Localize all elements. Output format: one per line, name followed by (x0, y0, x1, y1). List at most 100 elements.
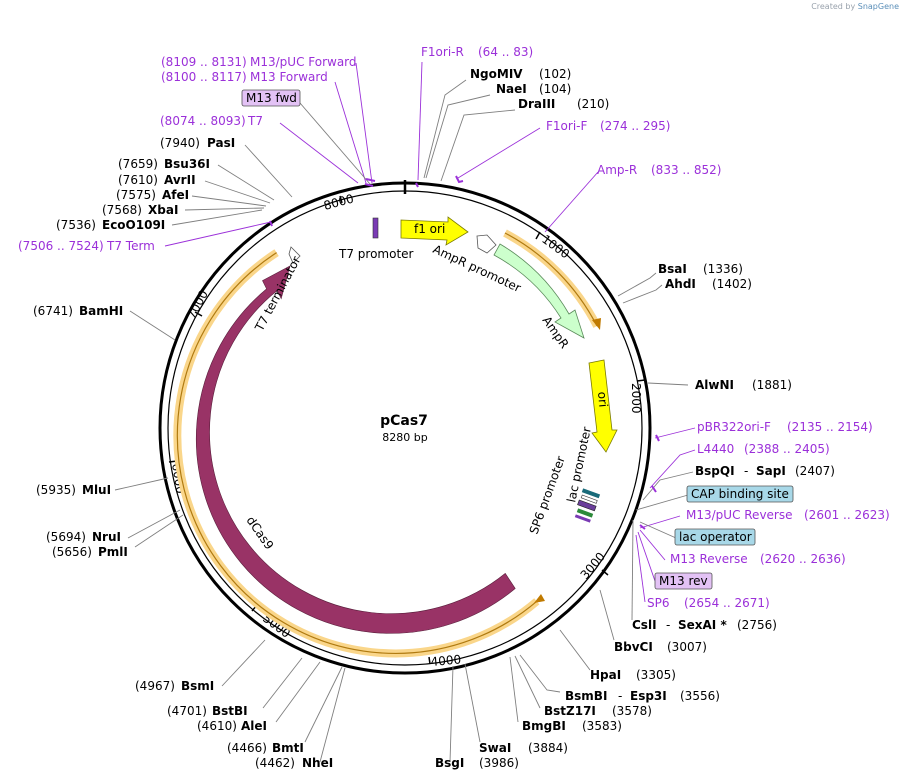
enzyme-bstbi-name: BstBI (212, 704, 248, 718)
m13-fwd-box (241, 89, 301, 107)
enzyme-ahdi-name: AhdI (665, 277, 696, 291)
enzyme-nrui-pos: (5694) (46, 530, 86, 544)
primer-amp-r-range: (833 .. 852) (651, 163, 721, 177)
primer-t7-range: (8074 .. 8093) (160, 114, 246, 128)
enzyme-naei-name: NaeI (496, 82, 527, 96)
plasmid-name: pCas7 (380, 413, 428, 429)
enzyme-pmli-pos: (5656) (52, 545, 92, 559)
ampr-orf-line (504, 232, 598, 327)
enzyme-bsu36i-name: Bsu36I (164, 157, 210, 171)
enzyme-bsgi-pos: (3986) (479, 756, 519, 770)
primer-l4440-name: L4440 (697, 442, 734, 456)
enzyme-bstbi-pos: (4701) (167, 704, 207, 718)
primer-m13puc-forward-name: M13/pUC Forward (250, 55, 357, 69)
enzyme-afei-pos: (7575) (116, 188, 156, 202)
enzyme-bspqi-sep: - (744, 464, 748, 478)
f1-ori-feature (400, 216, 469, 246)
enzyme-alei-pos: (4610) (197, 719, 237, 733)
enzyme-bsai-pos: (1336) (703, 262, 743, 276)
t7-promoter-feature (372, 217, 379, 239)
primer-pbr322ori-f-range: (2135 .. 2154) (787, 420, 873, 434)
enzyme-csli-name: CslI (632, 618, 657, 632)
dcas9-orf-tip (534, 594, 545, 603)
enzyme-bsai-name: BsaI (658, 262, 687, 276)
ampr-promoter-feature (476, 234, 497, 254)
enzyme-bbvci-pos: (3007) (667, 640, 707, 654)
primer-f1ori-r-name: F1ori-R (421, 45, 464, 59)
enzyme-bmgbi-pos: (3583) (582, 719, 622, 733)
lac-operator-label: lac operator (679, 530, 752, 544)
enzyme-pasi-pos: (7940) (160, 136, 200, 150)
enzyme-ngomiv-name: NgoMIV (470, 67, 523, 81)
watermark-created-by: Created by (811, 2, 856, 11)
enzyme-xbai-name: XbaI (148, 203, 178, 217)
enzyme-sapi-name: SapI (756, 464, 786, 478)
primer-f1ori-r-range: (64 .. 83) (478, 45, 533, 59)
enzyme-ahdi-pos: (1402) (712, 277, 752, 291)
t7-terminator-feature (288, 246, 301, 264)
enzyme-pmli-name: PmlI (98, 545, 128, 559)
ori-label: ori (595, 391, 610, 408)
m13-fwd-label: M13 fwd (246, 91, 297, 105)
primer-m13puc-reverse-range: (2601 .. 2623) (804, 508, 890, 522)
enzyme-bspqi-pos: (2407) (795, 464, 835, 478)
enzyme-alwni-pos: (1881) (752, 378, 792, 392)
enzyme-swai-pos: (3884) (528, 741, 568, 755)
primer-amp-r-name: Amp-R (597, 163, 637, 177)
enzyme-bbvci-name: BbvCI (614, 640, 653, 654)
dcas9-orf-line (176, 252, 538, 654)
enzyme-bamhi-pos: (6741) (33, 304, 73, 318)
tick-label-7000: 7000 (184, 288, 211, 322)
enzyme-bstz17i-pos: (3578) (612, 704, 652, 718)
primer-m13-reverse-range: (2620 .. 2636) (760, 552, 846, 566)
primer-pbr322ori-f-name: pBR322ori-F (697, 420, 771, 434)
enzyme-bsmbi-pos: (3556) (680, 689, 720, 703)
enzyme-pasi-name: PasI (207, 136, 235, 150)
enzyme-ecoo109i-name: EcoO109I (102, 218, 165, 232)
enzyme-bsmbi-sep: - (618, 689, 622, 703)
enzyme-draiii-pos: (210) (577, 97, 609, 111)
sp6-promoter-label: SP6 promoter (527, 454, 568, 536)
primer-m13-reverse-name: M13 Reverse (670, 552, 748, 566)
primer-leader-lines (164, 61, 696, 603)
primer-m13-forward-name: M13 Forward (250, 70, 328, 84)
enzyme-swai-name: SwaI (479, 741, 511, 755)
enzyme-csli-pos: (2756) (737, 618, 777, 632)
enzyme-mlui-name: MluI (82, 483, 111, 497)
tick-label-4000: 4000 (430, 652, 462, 669)
tick-label-2000: 2000 (629, 383, 643, 414)
enzyme-avrii-name: AvrII (164, 173, 196, 187)
enzyme-alei-name: AleI (241, 719, 267, 733)
primer-m13puc-reverse-name: M13/pUC Reverse (686, 508, 793, 522)
enzyme-hpai-pos: (3305) (636, 668, 676, 682)
ampr-feature (493, 243, 585, 339)
enzyme-bsmi-pos: (4967) (135, 679, 175, 693)
enzyme-csli-sep: - (666, 618, 670, 632)
enzyme-bsu36i-pos: (7659) (118, 157, 158, 171)
enzyme-bsgi-name: BsgI (435, 756, 464, 770)
lac-operator-box (674, 528, 756, 546)
enzyme-ngomiv-pos: (102) (539, 67, 571, 81)
enzyme-bstz17i-name: BstZ17I (544, 704, 596, 718)
primer-sp6-name: SP6 (647, 596, 670, 610)
enzyme-afei-name: AfeI (162, 188, 189, 202)
enzyme-naei-pos: (104) (539, 82, 571, 96)
primer-m13-forward-range: (8100 .. 8117) (161, 70, 247, 84)
enzyme-bmti-name: BmtI (272, 741, 304, 755)
lac-region-features (574, 488, 601, 523)
enzyme-bmgbi-name: BmgBI (522, 719, 566, 733)
cap-binding-site-label: CAP binding site (691, 487, 789, 501)
enzyme-nhei-pos: (4462) (255, 756, 295, 770)
enzyme-avrii-pos: (7610) (118, 173, 158, 187)
enzyme-bspqi-name: BspQI (695, 464, 735, 478)
enzyme-xbai-pos: (7568) (102, 203, 142, 217)
enzyme-nhei-name: NheI (302, 756, 333, 770)
primer-f1ori-f-range: (274 .. 295) (600, 119, 670, 133)
tick-label-3000: 3000 (578, 550, 608, 582)
m13-rev-label: M13 rev (659, 574, 708, 588)
primer-t7-name: T7 (247, 114, 263, 128)
enzyme-alwni-name: AlwNI (695, 378, 734, 392)
dcas9-feature (195, 265, 516, 634)
enzyme-draiii-name: DraIII (518, 97, 555, 111)
enzyme-sexai-name: SexAI * (678, 618, 727, 632)
